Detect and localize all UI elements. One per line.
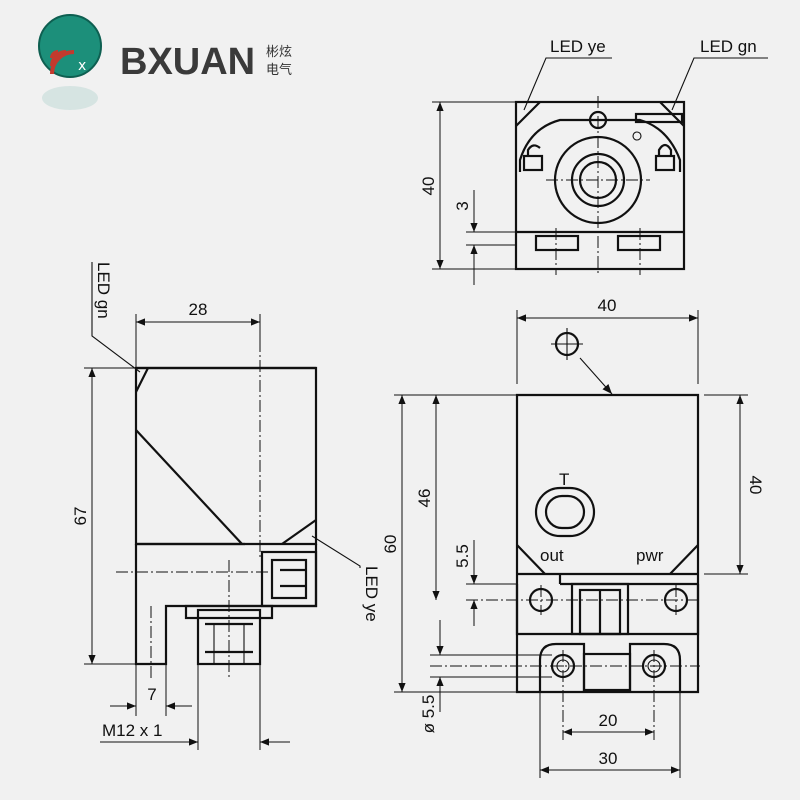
logo-cn-line2: 电气 [266, 62, 292, 78]
crosshair-icon [551, 328, 583, 360]
brand-logo: x BXUAN 彬炫 电气 [38, 14, 292, 110]
top-gap-label: 3 [453, 201, 472, 210]
top-led-gn-label: LED gn [700, 37, 757, 56]
lock-icon [654, 143, 676, 172]
side-led-ye-label: LED ye [362, 566, 381, 622]
side-view-body [134, 366, 318, 546]
front-hole-dia-label: ø 5.5 [419, 695, 438, 734]
logo-cn-line1: 彬炫 [266, 44, 292, 60]
front-view: T out pwr 40 [381, 296, 765, 778]
top-height-label: 40 [419, 177, 438, 196]
front-width-label: 40 [598, 296, 617, 315]
top-led-ye-label: LED ye [550, 37, 606, 56]
side-height-label: 67 [71, 507, 90, 526]
front-height-right-label: 40 [746, 476, 765, 495]
logo-brand-text: BXUAN [120, 41, 255, 83]
front-height-total-label: 60 [381, 535, 400, 554]
top-view: 40 3 LED ye LED gn [419, 37, 768, 285]
top-view-body [514, 100, 686, 271]
teach-button [534, 486, 596, 538]
side-led-gn-label: LED gn [94, 262, 113, 319]
side-thread-label: M12 x 1 [102, 721, 162, 740]
front-t-label: T [559, 470, 569, 489]
front-hole-offset-label: 5.5 [453, 544, 472, 568]
front-pwr-label: pwr [636, 546, 664, 565]
unlock-icon [522, 144, 544, 172]
side-width-label: 28 [189, 300, 208, 319]
front-hole-spacing-label: 20 [599, 711, 618, 730]
front-base-width-label: 30 [599, 749, 618, 768]
front-out-label: out [540, 546, 564, 565]
side-tab-label: 7 [147, 685, 156, 704]
front-height-inner-label: 46 [415, 489, 434, 508]
logo-icon: x [38, 14, 102, 110]
svg-text:x: x [78, 58, 86, 74]
side-view: 28 67 7 M12 x 1 LED gn LED ye [71, 262, 381, 750]
